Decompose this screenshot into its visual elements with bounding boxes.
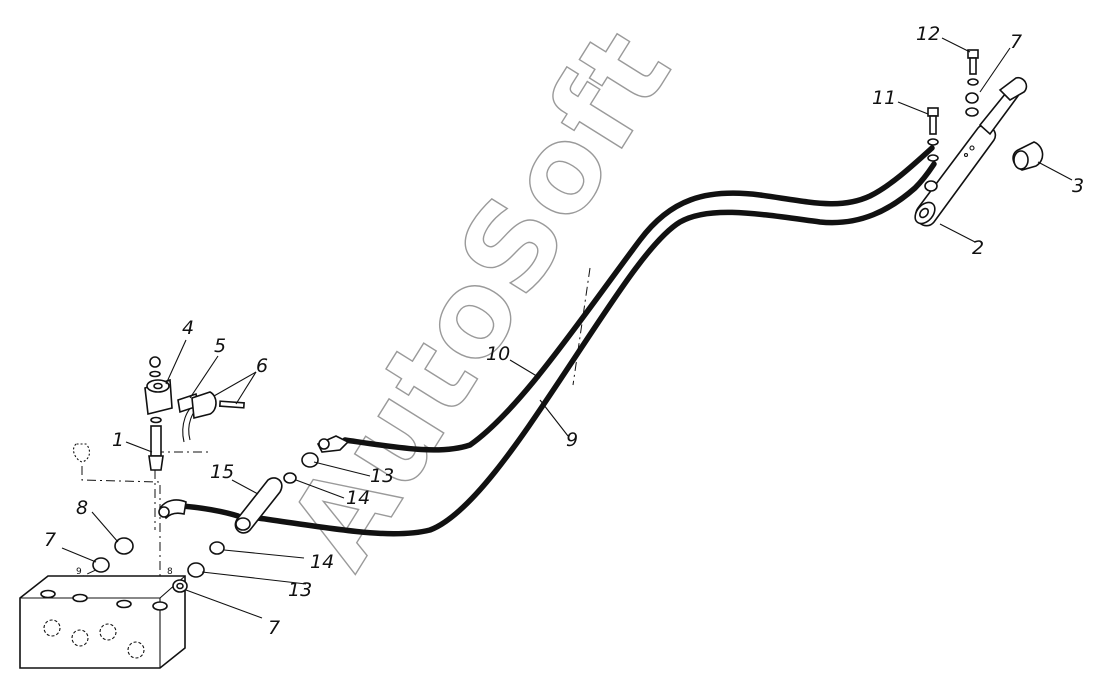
manifold-block: [19, 575, 186, 669]
bolt-12: [967, 49, 979, 86]
hose-left-feed: [179, 401, 241, 519]
callout-11: 11: [872, 87, 896, 109]
callout-9: 9: [566, 429, 578, 451]
fittings-lower: [92, 537, 225, 593]
elbow-fitting: [158, 499, 187, 520]
hose-10: [342, 145, 935, 453]
callout-13-upper: 13: [370, 465, 394, 487]
callout-13-lower: 13: [288, 579, 312, 601]
callout-6: 6: [256, 355, 268, 377]
callout-15: 15: [210, 461, 234, 483]
callout-7-bottom: 7: [268, 617, 280, 639]
sleeve-15: [234, 477, 283, 534]
cylinder-bushing: [1012, 141, 1044, 171]
port-mark-9: 9: [76, 567, 82, 577]
callout-4: 4: [182, 317, 194, 339]
callout-10: 10: [486, 343, 510, 365]
callout-12: 12: [916, 23, 940, 45]
callout-2: 2: [972, 237, 984, 259]
hose-end-upper: [283, 435, 350, 484]
callout-14-upper: 14: [346, 487, 370, 509]
callout-1: 1: [112, 429, 124, 451]
callout-7-top: 7: [1010, 31, 1022, 53]
hydraulic-cylinder: [914, 76, 1028, 227]
valve-bracket: [144, 356, 173, 424]
hose-9: [255, 161, 937, 537]
bolt-11: [927, 107, 939, 162]
hose-end-cylinder-top: [924, 92, 979, 192]
callout-8: 8: [76, 497, 88, 519]
leader-lines: [61, 37, 1073, 619]
callout-14-lower: 14: [310, 551, 334, 573]
clamp-6: [191, 391, 245, 420]
callout-7-left: 7: [44, 529, 56, 551]
callout-5: 5: [214, 335, 226, 357]
port-mark-8: 8: [167, 567, 173, 577]
valve-1: [73, 425, 164, 471]
callout-3: 3: [1072, 175, 1084, 197]
callouts: 1 2 3 4 5 6 7 7 7 8 9 10 11 12 13 13 14 …: [44, 23, 1084, 639]
watermark: AutoSoft: [262, 6, 698, 590]
